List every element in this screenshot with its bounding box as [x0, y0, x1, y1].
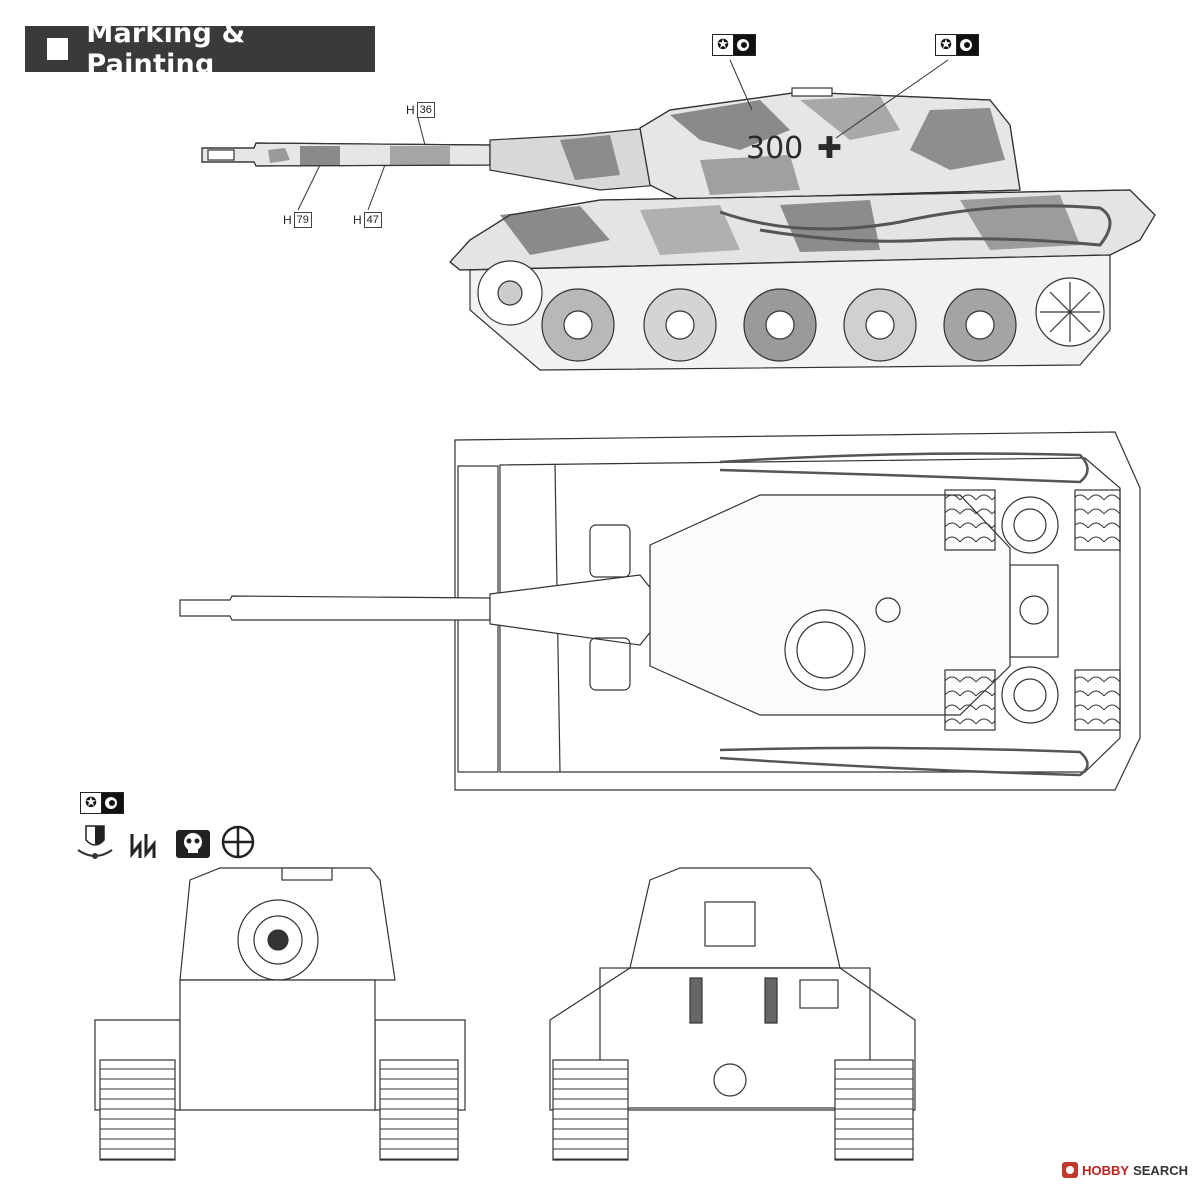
- decal-badge-icon: ✪: [80, 792, 124, 814]
- top-view: [179, 431, 1141, 791]
- runic-emblem-icon: [130, 834, 156, 859]
- header-square-icon: [47, 38, 69, 60]
- callout-h47: H 47: [353, 212, 382, 228]
- decal-badge-icon: ✪: [935, 34, 979, 56]
- front-view: [94, 867, 466, 1161]
- cross-insignia-icon: ✚: [816, 131, 842, 166]
- watermark: HOBBY SEARCH: [1062, 1162, 1188, 1178]
- page-title: Marking & Painting: [86, 18, 246, 80]
- turret-number: 300 ✚: [746, 131, 842, 166]
- skull-emblem-icon: [176, 830, 210, 858]
- rear-view: [549, 867, 916, 1161]
- callout-h79: H 79: [283, 212, 312, 228]
- side-view: [201, 87, 1156, 371]
- crosshair-emblem-icon: [221, 825, 255, 859]
- callout-h36: H 36: [406, 102, 435, 118]
- unit-shield-icon: [77, 825, 113, 859]
- hobbysearch-logo-icon: [1062, 1162, 1079, 1178]
- decal-badge-icon: ✪: [712, 34, 756, 56]
- callout-leaders: [297, 59, 949, 211]
- section-header: Marking & Painting: [25, 18, 375, 80]
